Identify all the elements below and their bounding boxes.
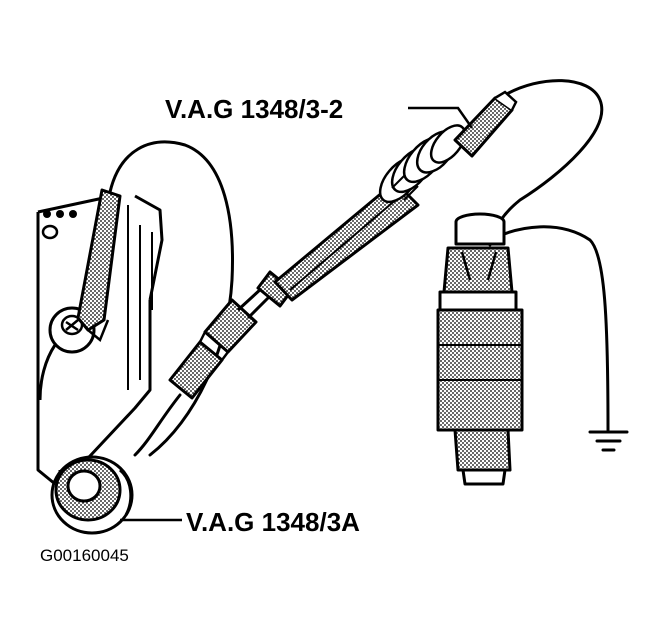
figure-id: G00160045 bbox=[40, 546, 129, 565]
terminal-dots bbox=[41, 210, 77, 240]
alligator-clip bbox=[76, 188, 122, 343]
inline-connector bbox=[168, 286, 272, 400]
round-probe-cap bbox=[50, 455, 134, 535]
top-label-leader bbox=[408, 106, 474, 129]
battery-box bbox=[36, 194, 164, 490]
ground-symbol bbox=[588, 430, 629, 452]
fuel-injector bbox=[436, 212, 524, 486]
wires bbox=[108, 79, 610, 457]
label-bottom-tool: V.A.G 1348/3A bbox=[186, 507, 360, 537]
label-top-tool: V.A.G 1348/3-2 bbox=[165, 94, 343, 124]
probe-body bbox=[256, 90, 518, 308]
